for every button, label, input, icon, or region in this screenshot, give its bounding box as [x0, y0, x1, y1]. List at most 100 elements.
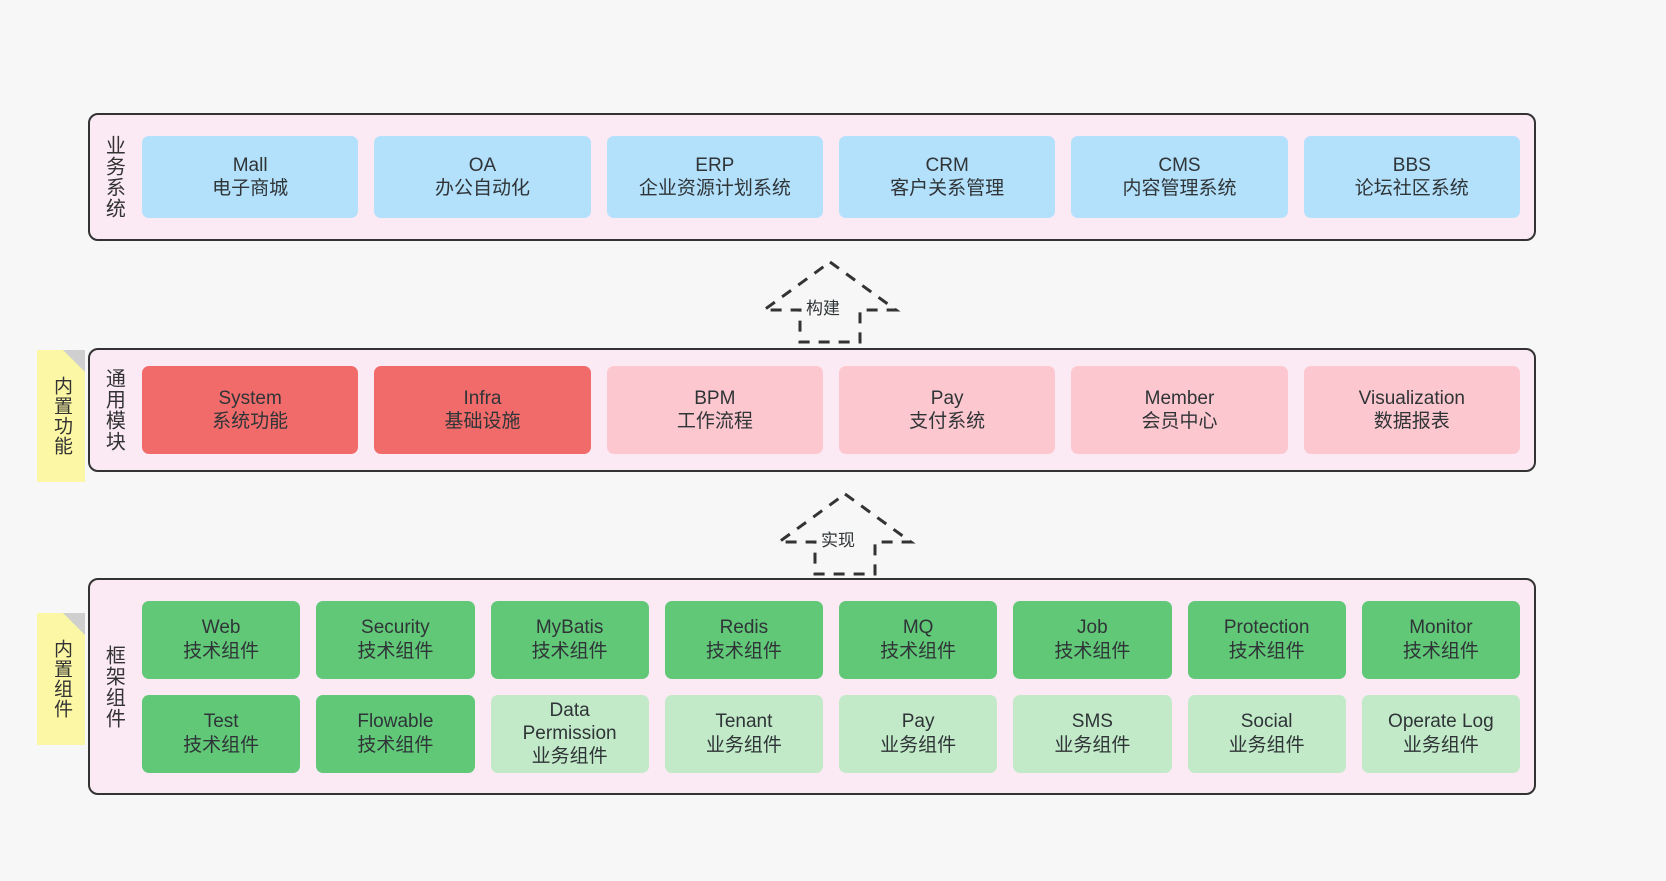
card-title: Job — [1077, 617, 1108, 639]
card-title: Visualization — [1358, 387, 1465, 409]
card-subtitle: 技术组件 — [357, 640, 434, 662]
layer-common-modules: 通用模块 System 系统功能 Infra 基础设施 BPM 工作流程 Pay… — [88, 348, 1536, 472]
card-erp[interactable]: ERP 企业资源计划系统 — [606, 136, 823, 218]
card-oa[interactable]: OA 办公自动化 — [374, 136, 591, 218]
card-flowable[interactable]: Flowable 技术组件 — [316, 694, 475, 773]
card-title: SMS — [1071, 711, 1113, 733]
card-operate-log[interactable]: Operate Log 业务组件 — [1361, 694, 1520, 773]
card-pay-module[interactable]: Pay 支付系统 — [838, 366, 1056, 454]
card-title: CMS — [1158, 154, 1201, 176]
connector-implement-label: 实现 — [819, 526, 857, 551]
card-subtitle: 论坛社区系统 — [1354, 178, 1469, 199]
card-title: BPM — [694, 387, 736, 409]
card-job[interactable]: Job 技术组件 — [1013, 600, 1172, 679]
card-title: Protection — [1223, 617, 1310, 639]
card-title: Redis — [719, 617, 769, 639]
card-social[interactable]: Social 业务组件 — [1187, 694, 1346, 773]
card-subtitle: 技术组件 — [705, 640, 782, 662]
card-row: Web 技术组件 Security 技术组件 MyBatis 技术组件 Redi… — [142, 600, 1520, 679]
card-title: Pay — [930, 387, 964, 409]
connector-build-label: 构建 — [804, 294, 842, 319]
card-bpm[interactable]: BPM 工作流程 — [606, 366, 823, 454]
card-subtitle: 业务组件 — [1228, 734, 1305, 756]
arrow-outline — [759, 260, 901, 344]
card-mybatis[interactable]: MyBatis 技术组件 — [490, 600, 649, 679]
layer-title-framework-components: 框架组件 — [102, 644, 125, 729]
layer-title-business-system: 业务系统 — [102, 135, 125, 219]
card-web[interactable]: Web 技术组件 — [142, 600, 301, 679]
layer-body-business-system: Mall 电子商城 OA 办公自动化 ERP 企业资源计划系统 CRM 客户关系… — [136, 115, 1534, 239]
card-title: CRM — [925, 154, 969, 176]
arrow-outline — [774, 492, 916, 576]
card-title: BBS — [1392, 154, 1431, 176]
layer-business-system: 业务系统 Mall 电子商城 OA 办公自动化 ERP 企业资源计划系统 CRM… — [88, 113, 1536, 241]
card-cms[interactable]: CMS 内容管理系统 — [1071, 136, 1288, 218]
card-subtitle: 技术组件 — [1402, 640, 1479, 662]
card-subtitle: 电子商城 — [212, 178, 289, 199]
card-title: Mall — [232, 154, 268, 176]
card-title: Test — [203, 711, 239, 733]
layer-body-common-modules: System 系统功能 Infra 基础设施 BPM 工作流程 Pay 支付系统… — [136, 350, 1534, 470]
card-subtitle: 技术组件 — [1054, 640, 1131, 662]
card-bbs[interactable]: BBS 论坛社区系统 — [1303, 136, 1520, 218]
card-subtitle: 业务组件 — [1402, 734, 1479, 756]
card-title: System — [218, 387, 282, 409]
note-builtin-function: 内置功能 — [37, 350, 85, 482]
note-builtin-component: 内置组件 — [37, 613, 85, 745]
card-subtitle: 基础设施 — [444, 411, 521, 432]
card-subtitle: 业务组件 — [1054, 734, 1131, 756]
card-title: Monitor — [1409, 617, 1473, 639]
card-subtitle: 系统功能 — [212, 411, 289, 432]
card-subtitle: 技术组件 — [531, 640, 608, 662]
card-subtitle: 会员中心 — [1141, 411, 1218, 432]
card-subtitle: 业务组件 — [531, 746, 608, 768]
card-subtitle: 企业资源计划系统 — [638, 178, 791, 199]
card-security[interactable]: Security 技术组件 — [316, 600, 475, 679]
card-subtitle: 办公自动化 — [434, 178, 530, 199]
card-member[interactable]: Member 会员中心 — [1071, 366, 1288, 454]
card-title: Operate Log — [1388, 711, 1494, 733]
card-test[interactable]: Test 技术组件 — [142, 694, 301, 773]
layer-body-framework-components: Web 技术组件 Security 技术组件 MyBatis 技术组件 Redi… — [136, 580, 1534, 793]
card-sms[interactable]: SMS 业务组件 — [1013, 694, 1172, 773]
card-title: MyBatis — [535, 617, 604, 639]
card-subtitle: 技术组件 — [183, 734, 260, 756]
card-title: Security — [361, 617, 430, 639]
card-subtitle: 支付系统 — [909, 411, 986, 432]
connector-build: 构建 — [759, 258, 901, 346]
card-subtitle: 内容管理系统 — [1122, 178, 1237, 199]
card-visualization[interactable]: Visualization 数据报表 — [1303, 366, 1520, 454]
card-title: Infra — [463, 387, 502, 409]
card-infra[interactable]: Infra 基础设施 — [374, 366, 591, 454]
card-redis[interactable]: Redis 技术组件 — [664, 600, 823, 679]
card-row: System 系统功能 Infra 基础设施 BPM 工作流程 Pay 支付系统… — [142, 366, 1520, 454]
card-mq[interactable]: MQ 技术组件 — [839, 600, 998, 679]
card-subtitle: 数据报表 — [1373, 411, 1450, 432]
card-title: Flowable — [357, 711, 434, 733]
card-data-permission[interactable]: Data Permission 业务组件 — [490, 694, 649, 773]
layer-title-common-modules: 通用模块 — [102, 368, 125, 452]
card-subtitle: 技术组件 — [183, 640, 260, 662]
card-system[interactable]: System 系统功能 — [142, 366, 359, 454]
card-monitor[interactable]: Monitor 技术组件 — [1361, 600, 1520, 679]
layer-framework-components: 框架组件 Web 技术组件 Security 技术组件 MyBatis 技术组件… — [88, 578, 1536, 795]
card-pay-component[interactable]: Pay 业务组件 — [839, 694, 998, 773]
card-subtitle: 技术组件 — [1228, 640, 1305, 662]
card-row: Mall 电子商城 OA 办公自动化 ERP 企业资源计划系统 CRM 客户关系… — [142, 136, 1520, 218]
card-row: Test 技术组件 Flowable 技术组件 Data Permission … — [142, 694, 1520, 773]
card-crm[interactable]: CRM 客户关系管理 — [838, 136, 1056, 218]
card-title: Member — [1144, 387, 1215, 409]
card-title: Data Permission — [522, 699, 617, 744]
card-subtitle: 业务组件 — [880, 734, 957, 756]
card-tenant[interactable]: Tenant 业务组件 — [664, 694, 823, 773]
card-protection[interactable]: Protection 技术组件 — [1187, 600, 1346, 679]
card-title: Web — [201, 617, 241, 639]
connector-implement: 实现 — [774, 490, 916, 578]
card-subtitle: 业务组件 — [705, 734, 782, 756]
card-mall[interactable]: Mall 电子商城 — [142, 136, 359, 218]
card-title: Social — [1240, 711, 1293, 733]
card-title: Pay — [901, 711, 935, 733]
card-title: MQ — [902, 617, 934, 639]
card-subtitle: 技术组件 — [357, 734, 434, 756]
